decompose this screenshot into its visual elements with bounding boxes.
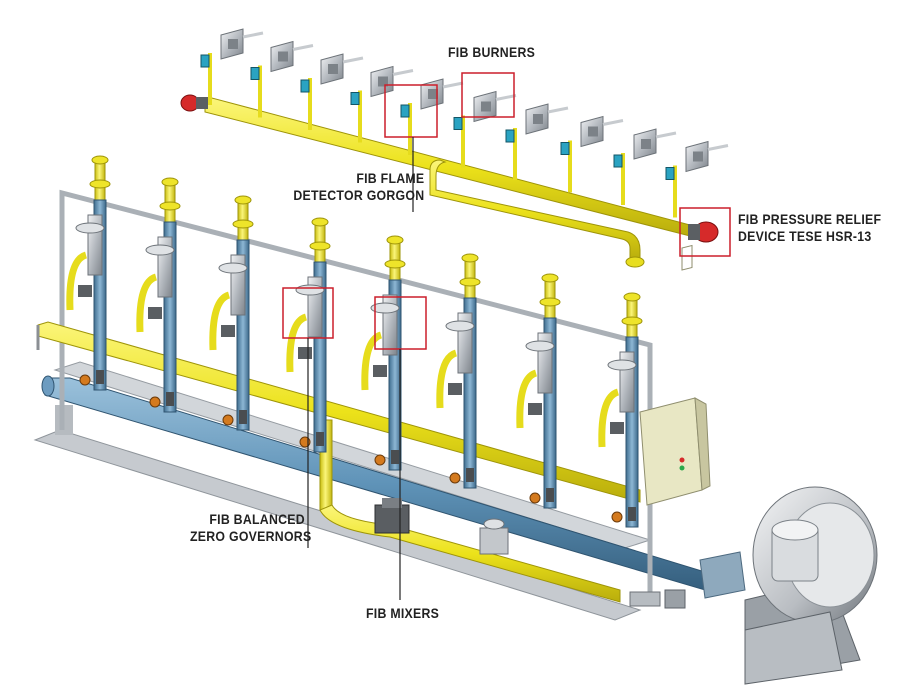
label-mixers-line-1: FIB MIXERS [366,605,440,621]
fan-blower-icon [699,486,878,685]
mixer-columns [66,155,643,528]
governor-icon [374,498,686,609]
label-flame-detector-line-1: FIB FLAME [356,170,425,186]
control-panel-icon [639,244,711,506]
burner-icon [453,90,517,168]
label-pressure-relief: FIB PRESSURE RELIEF DEVICE TESE HSR-13 [738,211,881,245]
label-pressure-relief-line-1: FIB PRESSURE RELIEF [738,211,882,227]
label-governors: FIB BALANCED ZERO GOVERNORS [190,511,311,545]
label-burners-line-1: FIB BURNERS [448,44,536,60]
burner-manifold [204,97,691,268]
mixer-icon [66,155,111,391]
highlight-relief-box [679,207,731,257]
burner-icon [200,28,264,105]
label-governors-line-1: FIB BALANCED [209,511,305,527]
flame-detector-icon [453,117,463,130]
label-flame-detector-line-2: DETECTOR GORGON [293,187,425,203]
label-governors-line-2: ZERO GOVERNORS [190,528,312,544]
burner-icon [505,103,569,180]
burner-icon [350,65,414,143]
mixer-icon [516,273,561,509]
flame-detector-icon [250,67,260,80]
pressure-relief-valve-icon [180,94,719,243]
label-flame-detector: FIB FLAME DETECTOR GORGON [293,170,425,204]
burner-icon [250,40,314,118]
label-pressure-relief-line-2: DEVICE TESE HSR-13 [738,228,872,244]
flame-detector-icon [350,92,360,105]
flame-detector-icon [300,79,310,93]
highlight-burner-box [461,72,515,118]
burner-icon [613,128,677,205]
mixer-icon [436,253,481,489]
flame-detector-icon [505,129,515,143]
flame-detector-icon [665,167,675,180]
mixer-icon [361,235,406,471]
leader-lines [307,137,414,600]
label-burners: FIB BURNERS [448,44,535,61]
burner-icon [665,140,729,218]
gas-header-pipe [36,321,641,503]
flame-detector-icon [200,54,210,68]
mixer-icon [209,195,254,431]
mixer-icon [286,217,331,453]
mixer-icon [136,177,181,413]
highlight-detector-box [384,84,438,138]
mixer-icon [598,292,643,528]
flame-detector-icon [613,154,623,168]
flame-detector-icon [400,104,410,118]
burner-icon [560,115,624,193]
label-mixers: FIB MIXERS [366,605,439,622]
burner-row [200,28,729,218]
burner-icon [300,53,364,130]
flame-detector-icon [560,142,570,155]
